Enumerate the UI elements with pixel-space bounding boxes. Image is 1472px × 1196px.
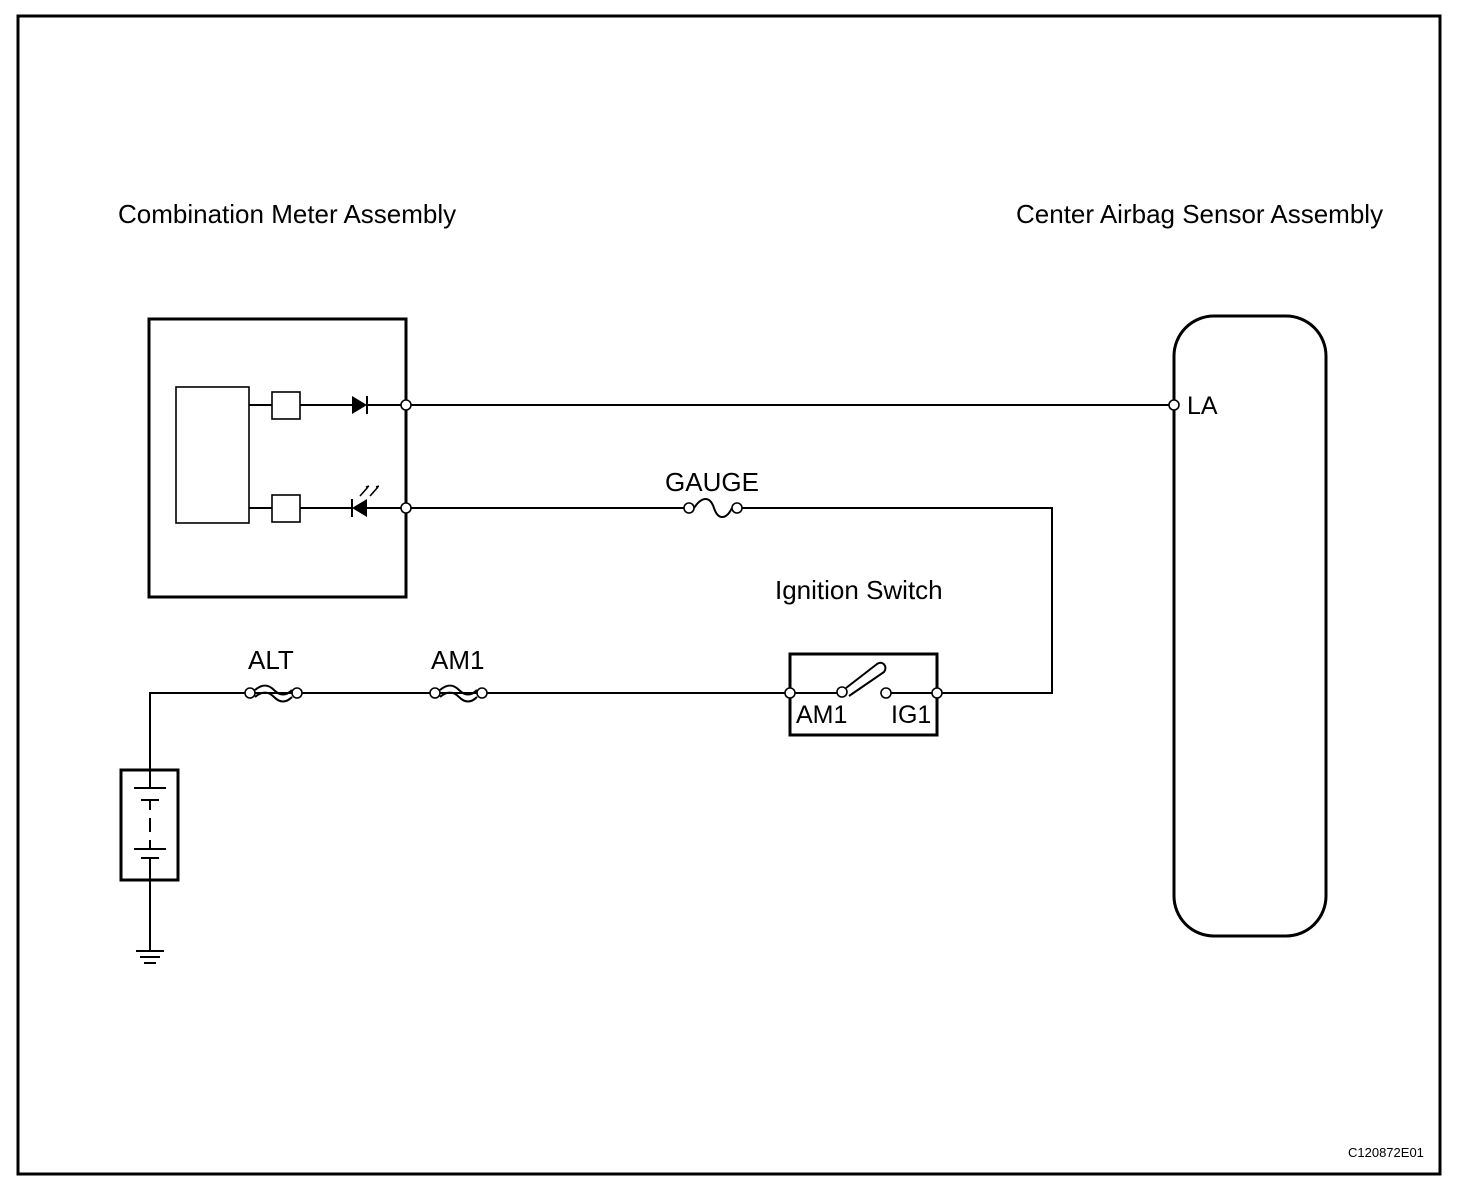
gauge-fuse-icon (683, 498, 743, 518)
alt-fuse-label: ALT (248, 645, 294, 675)
ignition-switch-label: Ignition Switch (775, 575, 943, 605)
center-airbag-sensor-assembly (1172, 314, 1328, 938)
switch-ig1-pin: IG1 (891, 701, 931, 729)
la-terminal (1168, 399, 1180, 411)
gauge-fuse-label: GAUGE (665, 467, 759, 497)
meter-assembly-label: Combination Meter Assembly (118, 199, 456, 229)
ignition-switch (784, 652, 943, 737)
figure-code: C120872E01 (1348, 1145, 1424, 1160)
alt-fuse-icon (244, 684, 303, 703)
airbag-warning-led-icon (352, 499, 367, 517)
diode-icon (352, 396, 367, 414)
ig1-wire (742, 507, 1053, 694)
la-terminal-label: LA (1187, 392, 1218, 420)
airbag-sensor-label: Center Airbag Sensor Assembly (1016, 199, 1383, 229)
am1-fuse-label: AM1 (431, 645, 484, 675)
meter-ecu-block (175, 386, 250, 524)
lower-driver-box (271, 494, 301, 523)
switch-lever-icon (845, 661, 887, 697)
battery-icon (119, 768, 180, 882)
diagram-frame (16, 14, 1442, 1176)
combination-meter-assembly (147, 317, 408, 599)
am1-fuse-icon (429, 684, 488, 703)
upper-driver-box (271, 391, 301, 420)
ground-icon (136, 950, 164, 964)
switch-am1-pin: AM1 (796, 701, 847, 729)
battery-wire (149, 692, 785, 770)
